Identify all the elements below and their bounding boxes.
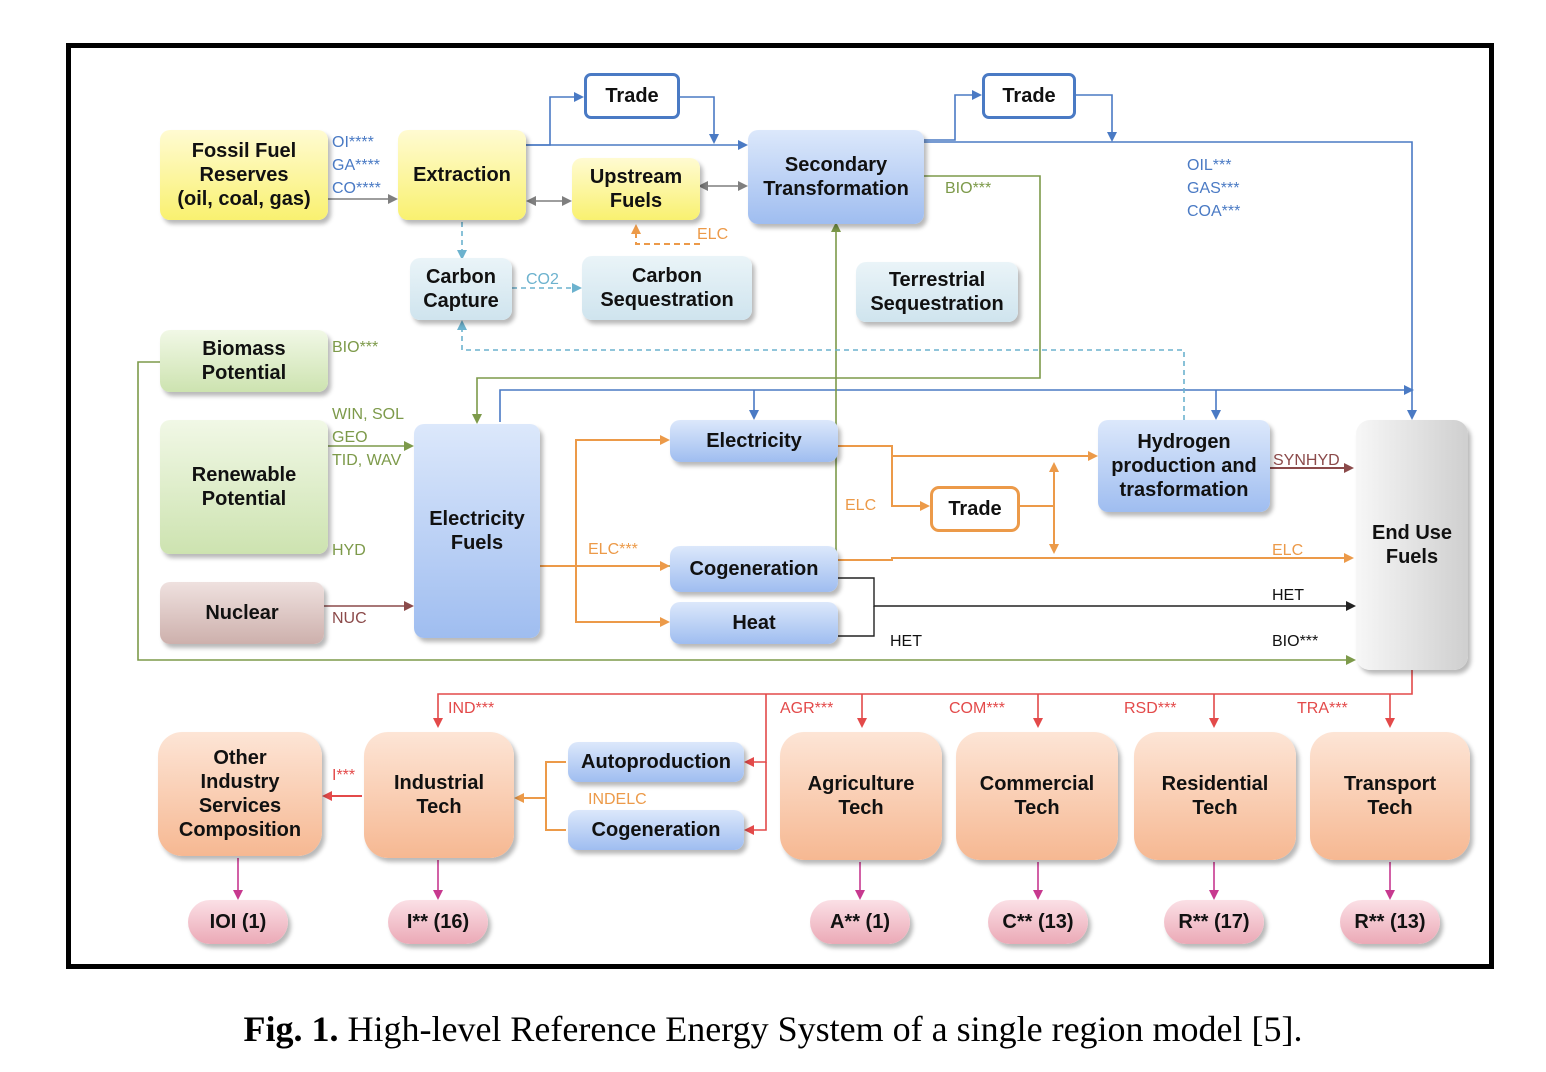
trade-box-3[interactable]: Trade	[930, 486, 1020, 532]
arrow-enduse-sectors	[433, 670, 1413, 728]
electricity-fuels-box[interactable]: Electricity Fuels	[414, 424, 540, 638]
arrow-blue-branch	[499, 385, 1414, 422]
label-elc-mid: ELC	[845, 497, 877, 514]
upstream-fuels-box[interactable]: Upstream Fuels	[572, 158, 700, 220]
arrow-cogeneration-enduse	[838, 553, 1354, 563]
renewable-potential-box[interactable]: Renewable Potential	[160, 420, 328, 554]
trade-box-1[interactable]: Trade	[584, 73, 680, 119]
label-agr: AGR***	[780, 700, 834, 717]
label-nuc: NUC	[332, 610, 367, 627]
biomass-potential-box[interactable]: Biomass Potential	[160, 330, 328, 392]
label-tra: TRA***	[1297, 700, 1348, 717]
arrow-elecfuels-heat	[575, 566, 670, 627]
arrow-to-cogeneration-2	[744, 762, 767, 835]
arrow-secondary-trade	[924, 90, 982, 141]
label-tid-wav: TID, WAV	[332, 452, 402, 469]
terrestrial-sequestration-box[interactable]: Terrestrial Sequestration	[856, 262, 1018, 322]
label-ga-4: GA****	[332, 157, 381, 174]
label-co-4: CO****	[332, 180, 381, 197]
carbon-capture-box[interactable]: Carbon Capture	[410, 258, 512, 320]
arrow-trade-enduse	[1076, 94, 1117, 142]
residential-tech-box[interactable]: Residential Tech	[1134, 732, 1296, 860]
label-bio-secondary: BIO***	[945, 180, 992, 197]
arrow-extraction-trade	[526, 92, 584, 146]
label-co2: CO2	[526, 271, 559, 288]
arrow-upstream-elc	[631, 224, 700, 245]
label-indelc: INDELC	[588, 791, 647, 808]
arrow-to-trade	[891, 456, 930, 511]
caption-prefix: Fig. 1.	[243, 1009, 339, 1049]
secondary-transformation-box[interactable]: Secondary Transformation	[748, 130, 924, 224]
label-ind: IND***	[448, 700, 495, 717]
autoproduction-box[interactable]: Autoproduction	[568, 742, 744, 782]
fossil-fuel-reserves-box[interactable]: Fossil Fuel Reserves (oil, coal, gas)	[160, 130, 328, 220]
carbon-sequestration-box[interactable]: Carbon Sequestration	[582, 256, 752, 320]
industrial-tech-box[interactable]: Industrial Tech	[364, 732, 514, 858]
cogeneration-box-2[interactable]: Cogeneration	[568, 810, 744, 850]
label-com: COM***	[949, 700, 1006, 717]
arrow-biomass-enduse	[137, 361, 1356, 665]
output-r2[interactable]: R** (13)	[1340, 900, 1440, 944]
label-rsd: RSD***	[1124, 700, 1177, 717]
label-win-sol: WIN, SOL	[332, 406, 405, 423]
label-oil-4: OI****	[332, 134, 374, 151]
output-r1[interactable]: R** (17)	[1164, 900, 1264, 944]
arrow-elecfuels-electricity	[540, 435, 670, 567]
arrow-cogen-heat-enduse	[838, 577, 1356, 611]
arrow-electricity-hydrogen	[838, 445, 1098, 461]
label-geo: GEO	[332, 429, 368, 446]
label-elc-end: ELC	[1272, 542, 1304, 559]
other-industry-box[interactable]: Other Industry Services Composition	[158, 732, 322, 856]
label-elc-3: ELC***	[588, 541, 638, 558]
output-i[interactable]: I** (16)	[388, 900, 488, 944]
trade-box-2[interactable]: Trade	[982, 73, 1076, 119]
caption-text: High-level Reference Energy System of a …	[338, 1009, 1303, 1049]
label-bio-end: BIO***	[1272, 633, 1319, 650]
label-oil-3: OIL***	[1187, 157, 1232, 174]
output-ioi[interactable]: IOI (1)	[188, 900, 288, 944]
label-gas-3: GAS***	[1187, 180, 1240, 197]
output-c[interactable]: C** (13)	[988, 900, 1088, 944]
agriculture-tech-box[interactable]: Agriculture Tech	[780, 732, 942, 860]
nuclear-box[interactable]: Nuclear	[160, 582, 324, 644]
label-synhyd: SYNHYD	[1273, 452, 1340, 469]
arrow-auto-industrial	[545, 761, 566, 831]
label-elc-upstream: ELC	[697, 226, 729, 243]
label-bio-biomass: BIO***	[332, 339, 379, 356]
cogeneration-box[interactable]: Cogeneration	[670, 546, 838, 592]
hydrogen-production-box[interactable]: Hydrogen production and trasformation	[1098, 420, 1270, 512]
end-use-fuels-box[interactable]: End Use Fuels	[1356, 420, 1468, 670]
label-hyd: HYD	[332, 542, 366, 559]
heat-box[interactable]: Heat	[670, 602, 838, 644]
electricity-box[interactable]: Electricity	[670, 420, 838, 462]
label-het-2: HET	[890, 633, 922, 650]
label-i-3: I***	[332, 767, 356, 784]
arrow-trade-secondary	[680, 96, 719, 144]
commercial-tech-box[interactable]: Commercial Tech	[956, 732, 1118, 860]
figure-caption: Fig. 1. High-level Reference Energy Syst…	[0, 1008, 1546, 1050]
extraction-box[interactable]: Extraction	[398, 130, 526, 220]
arrow-secondary-elecfuels	[472, 175, 1041, 424]
arrow-secondary-enduse	[924, 141, 1417, 420]
arrow-heat-line	[838, 606, 875, 637]
arrow-hydrogen-capture	[457, 320, 1185, 420]
label-het-1: HET	[1272, 587, 1304, 604]
arrow-to-autoproduction	[744, 694, 767, 767]
transport-tech-box[interactable]: Transport Tech	[1310, 732, 1470, 860]
label-coa-3: COA***	[1187, 203, 1241, 220]
output-a[interactable]: A** (1)	[810, 900, 910, 944]
